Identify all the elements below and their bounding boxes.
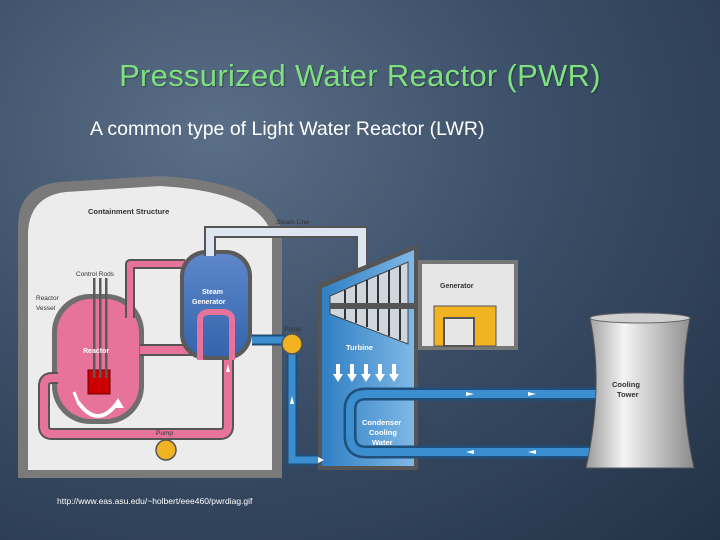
label-condenser-2: Cooling [369,428,397,437]
label-pump-bottom: Pump [156,430,173,437]
label-reactor-vessel-2: Vessel [36,305,56,312]
control-rods [93,278,108,378]
label-reactor-vessel-1: Reactor [36,295,60,302]
condenser-loop [343,387,620,459]
slide-subtitle: A common type of Light Water Reactor (LW… [90,118,485,140]
generator-building [418,260,518,350]
steam-generator [180,250,252,360]
steam-flow-arrows [333,364,399,382]
label-generator: Generator [440,283,474,290]
label-turbine: Turbine [346,343,373,352]
source-url: http://www.eas.asu.edu/~holbert/eee460/p… [57,496,253,506]
cooling-tower [585,312,695,469]
label-steam-gen-2: Generator [192,299,226,306]
label-reactor: Reactor [83,348,109,355]
label-steam-gen-1: Steam [202,289,223,296]
label-condenser-3: Water [372,438,393,447]
label-containment: Containment Structure [88,207,169,216]
reactor-vessel [52,294,144,424]
pump-icon [155,439,177,461]
label-control-rods: Control Rods [76,271,115,278]
label-pump-top: Pump [284,326,301,333]
label-cooling-1: Cooling [612,380,640,389]
label-steam-line: Steam Line [276,219,309,226]
pump-icon [281,333,303,355]
label-condenser-1: Condenser [362,418,401,427]
flow-arrows [226,364,536,463]
slide-title: Pressurized Water Reactor (PWR) [119,58,601,93]
label-cooling-2: Tower [617,390,639,399]
turbine-blades [329,261,434,345]
